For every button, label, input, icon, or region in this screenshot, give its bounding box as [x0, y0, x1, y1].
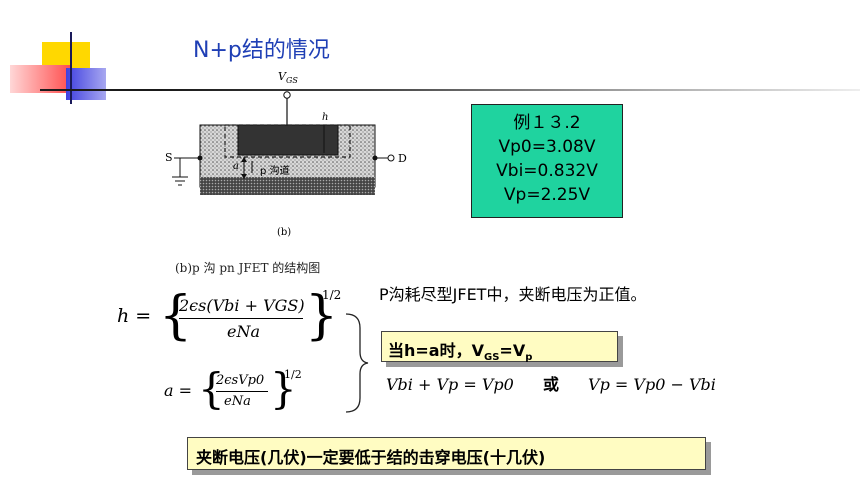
a-arrowhead-up	[241, 157, 247, 162]
equation-a-denominator: eNa	[224, 394, 251, 409]
equation-h-numerator: 2ϵs(Vbi + VGS)	[179, 296, 305, 315]
a-arrowhead-down	[241, 174, 247, 179]
source-terminal	[197, 155, 203, 161]
equation-a-exponent: 1/2	[284, 368, 302, 381]
jfet-structure-figure: VGS h a p 沟道 S D (b)	[165, 70, 407, 238]
slide-title: N+p结的情况	[193, 38, 330, 63]
drain-terminal	[387, 154, 395, 162]
h-label: h	[322, 112, 328, 123]
relation-left: Vbi + Vp = Vp0	[386, 375, 514, 394]
drain-label: D	[398, 152, 407, 165]
bottom-gate-layer	[200, 177, 375, 195]
example-vp0: Vp0=3.08V	[498, 137, 596, 157]
top-gate-depletion	[224, 124, 351, 158]
condition-sub-gs: GS	[483, 352, 500, 364]
corner-horizontal-line	[40, 89, 160, 91]
equation-a-fraction-bar	[216, 391, 268, 392]
relation-line: Vbi + Vp = Vp0 或 Vp = Vp0 − Vbi	[386, 371, 716, 395]
equation-h-fraction-bar	[179, 318, 303, 319]
title-rule	[160, 89, 860, 91]
example-vp: Vp=2.25V	[503, 185, 591, 205]
equation-a-brace-left: {	[198, 364, 225, 413]
corner-decoration	[0, 0, 160, 110]
example-box: 例１３.2 Vp0=3.08V Vbi=0.832V Vp=2.25V	[471, 104, 623, 218]
figure-caption: (b)p 沟 pn JFET 的结构图	[175, 261, 321, 275]
note-callout: 夹断电压(几伏)一定要低于结的击穿电压(十几伏)	[187, 437, 706, 470]
equation-h-denominator: eNa	[227, 322, 261, 341]
grouping-brace	[345, 313, 369, 413]
source-label: S	[165, 151, 173, 164]
condition-callout: 当h=a时，VGS=Vp	[381, 331, 618, 364]
figure-tag: (b)	[277, 227, 291, 238]
note-text: 夹断电压(几伏)一定要低于结的击穿电压(十几伏)	[196, 448, 546, 467]
condition-mid: =V	[499, 341, 526, 360]
equation-a-brace-right: }	[270, 364, 297, 413]
example-heading: 例１３.2	[513, 113, 581, 133]
relation-right: Vp = Vp0 − Vbi	[588, 375, 716, 394]
channel-label: p 沟道	[260, 164, 290, 177]
equation-h-lhs: h =	[117, 305, 152, 327]
equation-a: a = { 2ϵsVp0 eNa } 1/2	[164, 364, 344, 418]
equation-h-exponent: 1/2	[322, 288, 342, 302]
statement-text: P沟耗尽型JFET中，夹断电压为正值。	[379, 285, 647, 304]
condition-prefix: 当h=a时，V	[388, 341, 484, 360]
condition-sub-p: p	[525, 352, 533, 364]
corner-red-block	[10, 65, 70, 93]
corner-vertical-line	[70, 32, 72, 104]
example-vbi: Vbi=0.832V	[496, 161, 598, 181]
equation-h-brace-right: }	[305, 286, 339, 346]
corner-blue-block	[66, 68, 106, 100]
a-label: a	[233, 161, 239, 172]
gate-label: VGS	[278, 70, 298, 85]
equation-h: h = { 2ϵs(Vbi + VGS) eNa } 1/2	[117, 286, 367, 350]
top-gate-region	[237, 124, 339, 156]
equation-a-numerator: 2ϵsVp0	[216, 373, 265, 388]
equation-a-lhs: a =	[164, 381, 193, 400]
gate-terminal	[283, 91, 291, 99]
relation-connector: 或	[542, 375, 559, 394]
equation-h-brace-left: {	[159, 286, 193, 346]
